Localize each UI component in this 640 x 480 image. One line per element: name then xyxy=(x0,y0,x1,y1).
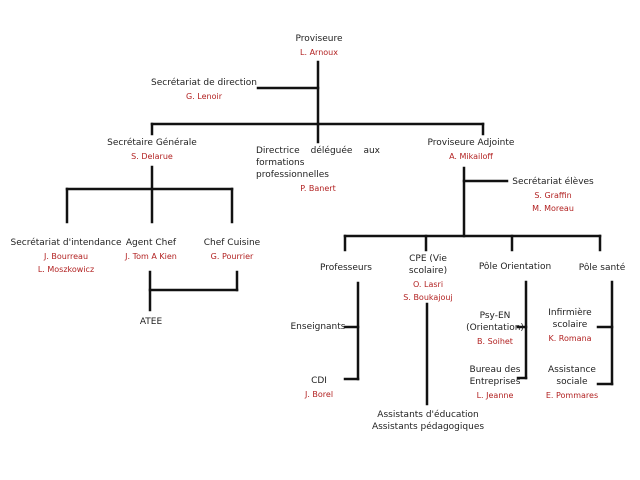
node-proviseure-adjointe: Proviseure Adjointe A. Mikailoff xyxy=(419,137,523,163)
node-title: Secrétariat élèves xyxy=(512,177,594,187)
node-secretaire-generale: Secrétaire Générale S. Delarue xyxy=(97,137,207,163)
node-title: Secrétaire Générale xyxy=(107,138,197,148)
node-psy-en: Psy-EN (Orientation) B. Soihet xyxy=(460,310,530,348)
node-pole-orientation: Pôle Orientation xyxy=(474,261,556,273)
node-title: Pôle santé xyxy=(578,263,626,273)
node-agent-chef: Agent Chef J. Tom A Kien xyxy=(118,237,184,263)
node-title: Secrétariat d'intendance xyxy=(10,238,122,248)
node-atee: ATEE xyxy=(130,316,172,328)
node-pole-sante: Pôle santé xyxy=(572,262,632,274)
person-name: G. Pourrier xyxy=(210,252,254,261)
person-name: L. Moszkowicz xyxy=(37,265,95,274)
node-directrice-deleguee: Directrice déléguée aux formations profe… xyxy=(256,145,380,195)
node-title: Secrétariat de direction xyxy=(151,78,257,88)
node-cdi: CDI J. Borel xyxy=(299,375,339,401)
node-enseignants: Enseignants xyxy=(286,321,350,333)
person-name: P. Banert xyxy=(300,184,336,193)
person-name: S. Delarue xyxy=(131,152,173,161)
node-title: ATEE xyxy=(139,317,163,327)
node-title: Enseignants xyxy=(290,322,346,332)
person-name: S. Boukajouj xyxy=(403,293,453,302)
person-name: E. Pommares xyxy=(545,391,599,400)
person-name: K. Romana xyxy=(548,334,592,343)
node-title: Proviseure xyxy=(295,34,343,44)
node-title: CDI xyxy=(311,376,327,386)
node-title: Bureau des Entreprises xyxy=(469,365,521,387)
node-cpe: CPE (Vie scolaire) O. Lasri S. Boukajouj xyxy=(392,253,464,304)
node-title: Pôle Orientation xyxy=(478,262,552,272)
node-bureau-entreprises: Bureau des Entreprises L. Jeanne xyxy=(460,364,530,402)
person-name: J. Borel xyxy=(304,390,334,399)
node-title: Assistants d'éducation Assistants pédago… xyxy=(371,410,485,432)
node-title: Psy-EN (Orientation) xyxy=(466,311,524,333)
person-name: O. Lasri xyxy=(412,280,444,289)
node-infirmiere: Infirmière scolaire K. Romana xyxy=(538,307,602,345)
node-title: Chef Cuisine xyxy=(203,238,261,248)
node-professeurs: Professeurs xyxy=(314,262,378,274)
person-name: A. Mikailoff xyxy=(449,152,493,161)
person-name: M. Moreau xyxy=(532,204,574,213)
node-title: Assistance sociale xyxy=(548,365,596,387)
person-name: J. Tom A Kien xyxy=(125,252,177,261)
node-assistance-sociale: Assistance sociale E. Pommares xyxy=(536,364,608,402)
node-secretariat-direction: Secrétariat de direction G. Lenoir xyxy=(148,77,260,103)
node-title: Professeurs xyxy=(320,263,372,273)
person-name: B. Soihet xyxy=(477,337,513,346)
node-title: Agent Chef xyxy=(125,238,177,248)
node-chef-cuisine: Chef Cuisine G. Pourrier xyxy=(199,237,265,263)
node-title: Infirmière scolaire xyxy=(548,308,592,330)
person-name: G. Lenoir xyxy=(186,92,222,101)
node-proviseure: Proviseure L. Arnoux xyxy=(283,33,355,59)
node-title: CPE (Vie scolaire) xyxy=(408,254,448,276)
person-name: L. Arnoux xyxy=(300,48,338,57)
node-secretariat-intendance: Secrétariat d'intendance J. Bourreau L. Mo… xyxy=(7,237,125,276)
node-assistants: Assistants d'éducation Assistants pédago… xyxy=(368,409,488,433)
node-secretariat-eleves: Secrétariat élèves S. Graffin M. Moreau xyxy=(508,176,598,215)
node-title: Proviseure Adjointe xyxy=(427,138,515,148)
person-name: L. Jeanne xyxy=(476,391,514,400)
person-name: S. Graffin xyxy=(534,191,572,200)
node-title: Directrice déléguée aux formations profe… xyxy=(256,146,380,180)
person-name: J. Bourreau xyxy=(43,252,89,261)
